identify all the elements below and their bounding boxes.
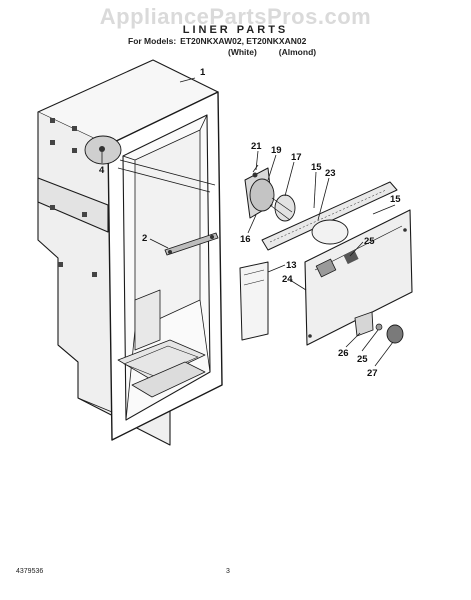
light-assembly-parts (354, 311, 404, 344)
callout-26: 26 (338, 348, 349, 359)
callout-4: 4 (99, 165, 105, 176)
leader-lines (101, 77, 396, 367)
bracket-part-4 (84, 135, 122, 165)
page-title: LINER PARTS (182, 24, 289, 36)
callout-25-upper: 25 (364, 236, 375, 247)
callout-2: 2 (142, 233, 147, 244)
fan-motor-assembly (244, 164, 296, 222)
callout-21: 21 (251, 141, 262, 152)
model-colors: (White) (Almond) (228, 47, 316, 57)
models-line: For Models:ET20NKXAW02, ET20NKXAN02 (128, 36, 306, 46)
cover-plate-part-13 (239, 261, 269, 341)
model-numbers: ET20NKXAW02, ET20NKXAN02 (180, 36, 307, 46)
callout-15-right: 15 (390, 194, 401, 205)
callout-19: 19 (271, 145, 282, 156)
callout-13: 13 (286, 260, 297, 271)
callout-27: 27 (367, 368, 378, 379)
color-white: (White) (228, 47, 257, 57)
liner-body (37, 59, 223, 446)
air-duct-part-23 (261, 181, 398, 251)
callout-24: 24 (282, 274, 293, 285)
document-number: 4379536 (16, 568, 44, 575)
callout-23: 23 (325, 168, 336, 179)
shelf-rail-part-2 (164, 232, 219, 256)
page-number: 3 (226, 568, 230, 575)
color-almond: (Almond) (278, 47, 317, 57)
callout-17: 17 (291, 152, 302, 163)
rear-panel-part-24 (304, 209, 413, 346)
callout-25-lower: 25 (357, 354, 368, 365)
callout-1: 1 (200, 67, 206, 78)
callout-16: 16 (240, 234, 251, 245)
models-label: For Models: (128, 36, 177, 46)
callout-15-upper: 15 (311, 162, 322, 173)
